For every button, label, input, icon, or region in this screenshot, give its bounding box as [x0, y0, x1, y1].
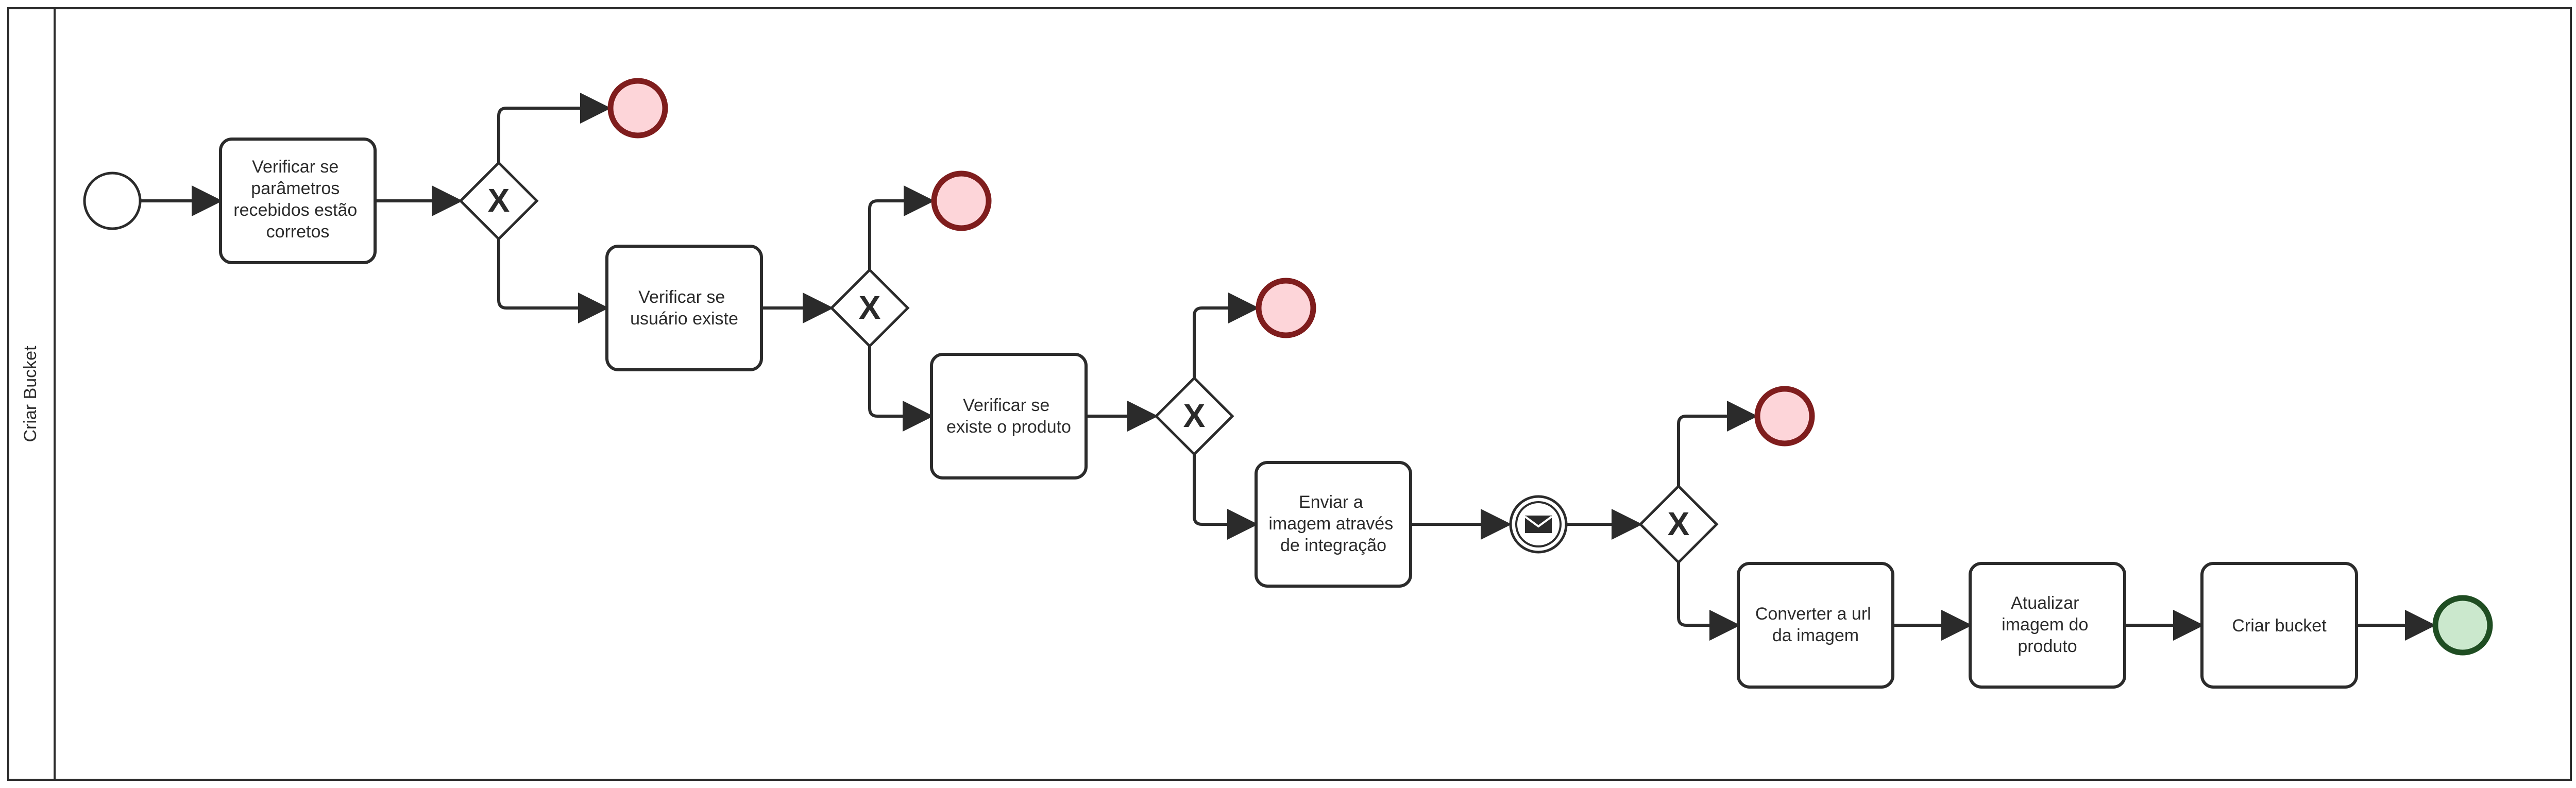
task-t5[interactable]: Converter a url da imagem: [1737, 562, 1894, 689]
gateway-x-icon: X: [859, 289, 881, 326]
pool-border: [7, 7, 2572, 781]
sequence-flows: [140, 93, 2436, 641]
task-box: [1737, 562, 1894, 689]
task-box: [2200, 562, 2358, 689]
gateway-diamond: [459, 161, 539, 241]
gateway-x-icon: X: [488, 182, 510, 219]
task-label: Enviar a imagem através de integração: [1268, 492, 1398, 555]
gateway-x-icon: X: [1183, 397, 1206, 434]
flow-g2-to-t3: [868, 346, 934, 432]
envelope-icon: [1524, 516, 1553, 533]
gateway-g3[interactable]: X: [1154, 376, 1234, 456]
flow-g1-to-error1: [497, 93, 611, 163]
gateway-x-icon: X: [1668, 505, 1690, 542]
task-box: [219, 138, 377, 264]
task-t6[interactable]: Atualizar imagem do produto: [1969, 562, 2126, 689]
task-label: Verificar se usuário existe: [630, 287, 738, 329]
flow-g3-to-error3: [1193, 293, 1259, 378]
task-box: [1255, 461, 1412, 588]
end-event-error-3[interactable]: [1256, 278, 1316, 338]
task-t2[interactable]: Verificar se usuário existe: [605, 245, 763, 371]
intermediate-message-event[interactable]: [1509, 495, 1568, 554]
task-label: Criar bucket: [2232, 616, 2327, 636]
task-label: Verificar se existe o produto: [946, 396, 1071, 437]
end-event-success[interactable]: [2432, 595, 2493, 656]
pool: Criar Bucket: [7, 7, 2572, 781]
gateway-g4[interactable]: X: [1638, 484, 1719, 564]
task-t1[interactable]: Verificar se parâmetros recebidos estão …: [219, 138, 377, 264]
end-event-error-4[interactable]: [1754, 386, 1815, 447]
end-event-error-2[interactable]: [931, 170, 992, 231]
task-t7[interactable]: Criar bucket: [2200, 562, 2358, 689]
end-event-error-1[interactable]: [607, 78, 668, 139]
pool-label: Criar Bucket: [21, 346, 40, 442]
task-t3[interactable]: Verificar se existe o produto: [930, 353, 1088, 479]
task-box: [930, 353, 1088, 479]
task-label: Verificar se parâmetros recebidos estão …: [233, 157, 362, 242]
task-t4[interactable]: Enviar a imagem através de integração: [1255, 461, 1412, 588]
gateway-diamond: [829, 268, 910, 348]
flow-g2-to-error2: [868, 185, 935, 270]
task-box: [1969, 562, 2126, 689]
task-box: [605, 245, 763, 371]
gateway-g2[interactable]: X: [829, 268, 910, 348]
task-label: Converter a url da imagem: [1755, 604, 1876, 645]
flow-g3-to-t4: [1193, 454, 1258, 540]
flow-g1-to-t2: [497, 239, 609, 323]
gateway-g1[interactable]: X: [459, 161, 539, 241]
flow-g4-to-t5: [1677, 562, 1740, 641]
gateway-diamond: [1154, 376, 1234, 456]
flow-g4-to-error4: [1677, 401, 1758, 486]
task-label: Atualizar imagem do produto: [2002, 593, 2093, 656]
gateway-diamond: [1638, 484, 1719, 564]
start-event[interactable]: [83, 172, 142, 230]
